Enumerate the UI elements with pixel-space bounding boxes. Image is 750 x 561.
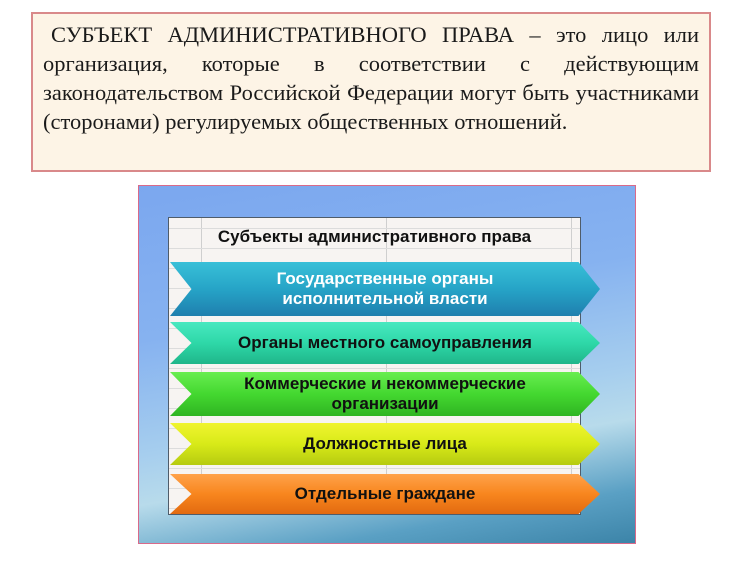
definition-text: СУБЪЕКТ АДМИНИСТРАТИВНОГО ПРАВА – это ли… <box>43 22 699 134</box>
arrow-label: Должностные лица <box>303 434 467 453</box>
arrow-label: Отдельные граждане <box>294 484 476 503</box>
arrow-item-executive-bodies: Государственные органы исполнительной вл… <box>170 262 600 316</box>
arrow-item-local-self-government: Органы местного самоуправления <box>170 322 600 364</box>
arrow-item-citizens: Отдельные граждане <box>170 474 600 514</box>
definition-box: СУБЪЕКТ АДМИНИСТРАТИВНОГО ПРАВА – это ли… <box>31 12 711 172</box>
arrow-label: Государственные органы исполнительной вл… <box>276 269 494 308</box>
diagram-title: Субъекты административного права <box>217 227 532 246</box>
arrow-label: Органы местного самоуправления <box>238 333 532 352</box>
arrow-item-organizations: Коммерческие и некоммерческие организаци… <box>170 372 600 416</box>
arrow-item-officials: Должностные лица <box>170 423 600 465</box>
diagram-panel <box>168 217 581 515</box>
arrow-label: Коммерческие и некоммерческие организаци… <box>244 374 526 413</box>
